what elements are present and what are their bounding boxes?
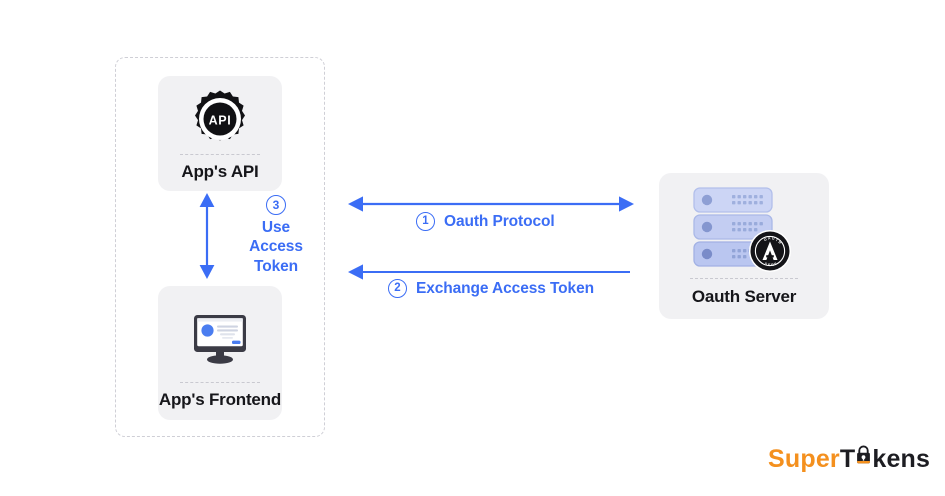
step-text-oauth-protocol: Oauth Protocol	[444, 212, 555, 230]
app-boundary	[115, 57, 325, 437]
svg-text:T: T	[775, 238, 779, 243]
step-number-2: 2	[388, 279, 407, 298]
svg-text:U: U	[772, 237, 775, 241]
svg-text:O: O	[763, 238, 768, 243]
step-text-exchange-access-token: Exchange Access Token	[416, 279, 594, 297]
supertokens-logo: Super T kens	[768, 445, 930, 474]
logo-text-kens: kens	[872, 445, 931, 473]
oauth-server-divider	[689, 277, 799, 279]
step-number-3: 3	[266, 195, 286, 215]
connector-exchange-access-token	[348, 262, 630, 282]
apps-api-divider	[180, 153, 260, 155]
apps-frontend-label: App's Frontend	[159, 383, 281, 420]
server-stack-icon: O A U T H S E R V	[688, 185, 800, 275]
svg-text:V: V	[774, 262, 778, 267]
monitor-icon	[189, 312, 251, 366]
padlock-icon	[855, 445, 872, 467]
step-text-line2: Access	[249, 238, 303, 256]
apps-frontend-divider	[180, 381, 260, 383]
svg-text:R: R	[771, 263, 774, 267]
api-badge-text: API	[209, 113, 232, 127]
node-apps-api[interactable]: API App's API	[158, 76, 282, 191]
svg-text:H: H	[777, 241, 782, 246]
apps-frontend-artwork	[158, 296, 282, 382]
apps-api-artwork: API	[158, 84, 282, 154]
step-label-exchange-access-token: 2 Exchange Access Token	[388, 279, 594, 298]
apps-frontend-label-line1: App's	[158, 389, 205, 409]
connector-oauth-protocol	[348, 194, 634, 214]
svg-text:S: S	[764, 262, 768, 267]
logo-text-super: Super	[768, 445, 840, 473]
connector-use-access-token	[196, 193, 218, 279]
svg-text:A: A	[768, 237, 772, 242]
step-text-line3: Token	[253, 257, 298, 275]
apps-api-label: App's API	[181, 161, 259, 181]
node-oauth-server[interactable]: O A U T H S E R V Oauth Server	[659, 173, 829, 319]
step-label-oauth-protocol: 1 Oauth Protocol	[416, 212, 555, 231]
node-apps-frontend[interactable]: App's Frontend	[158, 286, 282, 420]
oauth-server-label: Oauth Server	[691, 286, 797, 306]
apps-frontend-label-line2: Frontend	[209, 389, 282, 409]
svg-text:E: E	[767, 263, 771, 268]
api-badge-icon: API	[190, 89, 250, 149]
step-number-1: 1	[416, 212, 435, 231]
step-text-line1: Use	[261, 219, 291, 236]
step-label-use-access-token: 3 Use Access Token	[243, 195, 309, 276]
step-text-use-access-token: Use Access Token	[249, 218, 303, 276]
oauth-badge-icon: O A U T H S E R V	[749, 230, 791, 273]
logo-text-t: T	[839, 445, 856, 473]
oauth-server-artwork: O A U T H S E R V	[659, 183, 829, 278]
